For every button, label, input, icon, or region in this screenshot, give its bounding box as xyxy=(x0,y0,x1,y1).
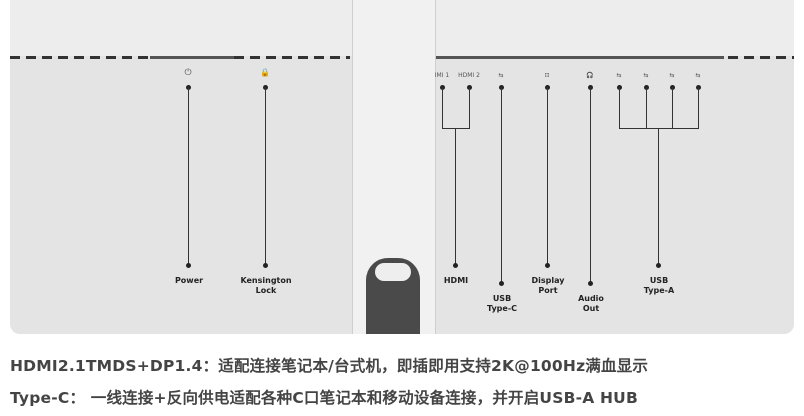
monitor-back-panel xyxy=(10,0,794,334)
headphone-icon: 🎧 xyxy=(586,72,594,79)
stand-handle xyxy=(366,258,420,334)
label-power: Power xyxy=(174,276,204,285)
vent-right xyxy=(728,56,794,59)
usb-c-icon: ⇆ xyxy=(498,72,504,79)
usb-a-icon: ⇆ xyxy=(669,72,675,79)
port-strip xyxy=(436,56,724,59)
label-display-port: Display Port xyxy=(531,276,565,295)
power-icon: ⏻ xyxy=(184,68,192,78)
caption-line-2: Type-C： 一线连接+反向供电适配各种C口笔记本和移动设备连接，并开启USB… xyxy=(10,389,638,407)
caption-line-1: HDMI2.1TMDS+DP1.4：适配连接笔记本/台式机，即插即用支持2K@1… xyxy=(10,357,649,375)
label-usb-type-c: USB Type-C xyxy=(486,294,518,313)
label-usb-type-a: USB Type-A xyxy=(643,276,675,295)
label-audio-out: Audio Out xyxy=(578,294,604,313)
usb-a-icon: ⇆ xyxy=(695,72,701,79)
usb-a-icon: ⇆ xyxy=(643,72,649,79)
displayport-icon: ⊡ xyxy=(544,72,550,79)
label-hdmi: HDMI xyxy=(443,276,469,285)
port-hdmi2: HDMI 2 xyxy=(458,72,480,79)
usb-a-icon: ⇆ xyxy=(616,72,622,79)
power-button-bar xyxy=(150,56,234,59)
port-hdmi1: IMI 1 xyxy=(434,72,450,79)
lock-icon: 🔒 xyxy=(260,68,270,77)
label-kensington-lock: Kensington Lock xyxy=(240,276,292,295)
